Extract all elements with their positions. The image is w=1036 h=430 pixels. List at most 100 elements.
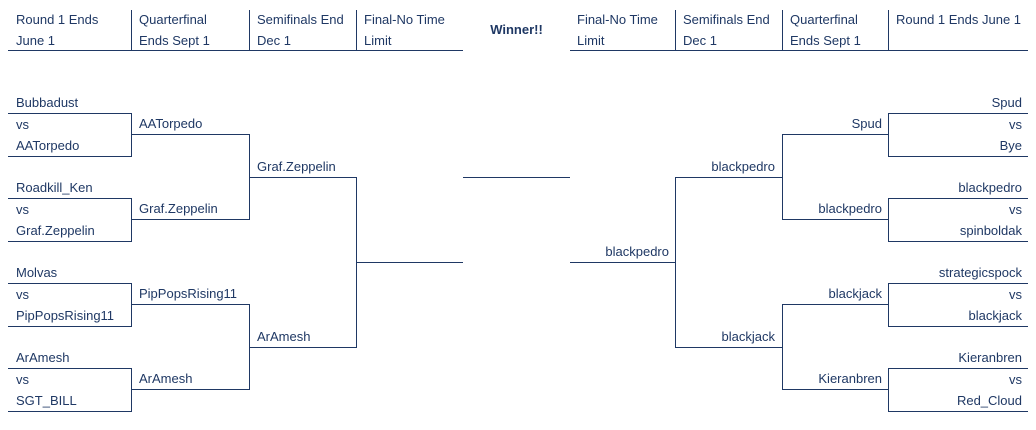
bracket-line — [570, 262, 676, 263]
right-qf-2: blackpedro — [818, 201, 882, 216]
right-r1-m3-top: strategicspock — [938, 265, 1022, 280]
left-qf-2: Graf.Zeppelin — [139, 201, 218, 216]
right-r1-m2-bottom: spinboldak — [959, 223, 1022, 238]
bracket-line — [249, 177, 357, 178]
left-r1-m3-vs: vs — [16, 287, 29, 302]
bracket-line — [8, 198, 132, 199]
right-r1-m4-bottom: Red_Cloud — [956, 393, 1022, 408]
bracket-line — [888, 113, 889, 157]
right-qf-3: blackjack — [828, 286, 882, 301]
header-divider — [356, 10, 357, 50]
header-right-final-line1: Final-No Time — [577, 12, 658, 27]
left-r1-m4-top: ArAmesh — [16, 350, 70, 365]
header-divider — [888, 10, 889, 50]
header-underline-left — [8, 50, 463, 51]
header-divider — [782, 10, 783, 50]
bracket-line — [131, 134, 250, 135]
bracket-line — [888, 283, 1028, 284]
bracket-line — [131, 389, 250, 390]
left-sf-1: Graf.Zeppelin — [257, 159, 336, 174]
header-right-semifinal-line2: Dec 1 — [683, 33, 717, 48]
right-qf-4: Kieranbren — [818, 371, 882, 386]
bracket-line — [131, 368, 132, 412]
bracket-line — [8, 283, 132, 284]
header-right-semifinal-line1: Semifinals End — [683, 12, 770, 27]
left-r1-m4-vs: vs — [16, 372, 29, 387]
bracket-line — [356, 262, 463, 263]
header-left-quarterfinal-line1: Quarterfinal — [139, 12, 207, 27]
bracket-line — [8, 156, 132, 157]
left-r1-m4-bottom: SGT_BILL — [16, 393, 77, 408]
header-right-final-line2: Limit — [577, 33, 605, 48]
bracket-line — [888, 198, 889, 242]
header-divider — [131, 10, 132, 50]
left-qf-4: ArAmesh — [139, 371, 193, 386]
bracket-line — [131, 283, 132, 327]
left-r1-m2-top: Roadkill_Ken — [16, 180, 93, 195]
left-sf-2: ArAmesh — [257, 329, 311, 344]
left-r1-m1-top: Bubbadust — [16, 95, 79, 110]
left-r1-m2-vs: vs — [16, 202, 29, 217]
header-left-final-line2: Limit — [364, 33, 392, 48]
bracket-line — [131, 198, 132, 242]
header-left-round1-line2: June 1 — [16, 33, 56, 48]
bracket-line — [675, 347, 783, 348]
header-left-semifinal-line2: Dec 1 — [257, 33, 291, 48]
bracket-line — [888, 283, 889, 327]
right-r1-m1-vs: vs — [1009, 117, 1022, 132]
bracket-line — [888, 326, 1028, 327]
winner-header: Winner!! — [490, 22, 543, 37]
right-r1-m1-top: Spud — [991, 95, 1022, 110]
bracket-line — [131, 219, 250, 220]
bracket-line — [782, 219, 889, 220]
bracket-line — [8, 368, 132, 369]
bracket-line — [131, 304, 250, 305]
right-qf-1: Spud — [851, 116, 882, 131]
bracket-line — [888, 411, 1028, 412]
left-qf-3: PipPopsRising11 — [139, 286, 238, 301]
header-left-round1-line1: Round 1 Ends — [16, 12, 99, 27]
bracket-line — [8, 326, 132, 327]
bracket-line — [888, 156, 1028, 157]
bracket-line — [888, 113, 1028, 114]
right-r1-m2-top: blackpedro — [958, 180, 1022, 195]
header-right-round1-line1: Round 1 Ends June 1 — [896, 12, 1022, 27]
left-qf-1: AATorpedo — [139, 116, 203, 131]
right-r1-m4-vs: vs — [1009, 372, 1022, 387]
header-left-semifinal-line1: Semifinals End — [257, 12, 344, 27]
bracket-line — [888, 368, 1028, 369]
header-left-quarterfinal-line2: Ends Sept 1 — [139, 33, 210, 48]
bracket-line — [782, 389, 889, 390]
bracket-line — [8, 411, 132, 412]
bracket-line — [782, 304, 889, 305]
header-underline-right — [570, 50, 1028, 51]
left-r1-m3-bottom: PipPopsRising11 — [16, 308, 115, 323]
bracket-line — [131, 113, 132, 157]
bracket-line — [8, 241, 132, 242]
right-sf-2: blackjack — [721, 329, 775, 344]
bracket-line — [8, 113, 132, 114]
bracket-line — [675, 177, 783, 178]
bracket-line — [782, 134, 889, 135]
bracket-line — [888, 198, 1028, 199]
header-right-quarterfinal-line2: Ends Sept 1 — [790, 33, 861, 48]
bracket-line — [888, 368, 889, 412]
bracket-line — [249, 347, 357, 348]
left-r1-m2-bottom: Graf.Zeppelin — [16, 223, 95, 238]
header-left-final-line1: Final-No Time — [364, 12, 445, 27]
header-divider — [249, 10, 250, 50]
header-divider — [675, 10, 676, 50]
left-r1-m3-top: Molvas — [16, 265, 58, 280]
right-r1-m2-vs: vs — [1009, 202, 1022, 217]
header-right-quarterfinal-line1: Quarterfinal — [790, 12, 858, 27]
right-sf-1: blackpedro — [711, 159, 775, 174]
left-r1-m1-bottom: AATorpedo — [16, 138, 80, 153]
right-final: blackpedro — [605, 244, 669, 259]
left-r1-m1-vs: vs — [16, 117, 29, 132]
winner-line — [463, 177, 570, 178]
right-r1-m1-bottom: Bye — [999, 138, 1022, 153]
bracket-line — [888, 241, 1028, 242]
right-r1-m3-bottom: blackjack — [968, 308, 1022, 323]
right-r1-m3-vs: vs — [1009, 287, 1022, 302]
